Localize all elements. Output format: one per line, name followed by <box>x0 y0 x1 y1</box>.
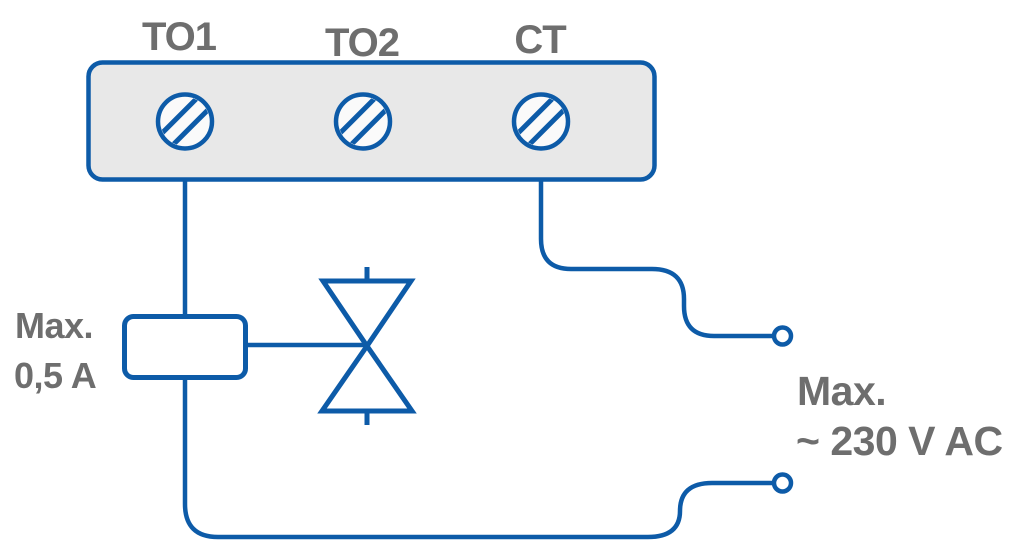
terminal-block <box>86 60 657 182</box>
screw-head <box>333 92 393 151</box>
screw-head <box>155 92 215 151</box>
valve-lower-triangle <box>317 341 417 414</box>
fuse-rating-label-line2: 0,5 A <box>14 355 97 396</box>
screw-slot-line <box>513 94 557 138</box>
valve-icon <box>317 267 417 425</box>
screw-terminal-to2-icon <box>333 92 393 151</box>
terminal-label-to2: TO2 <box>325 21 399 65</box>
screw-head <box>511 92 571 151</box>
screw-slot-line <box>335 94 379 138</box>
wire-ct-to-top-terminal <box>538 178 774 339</box>
screw-terminal-to1-icon <box>155 92 215 151</box>
mains-voltage-label-line2: ~ 230 V AC <box>796 418 1003 464</box>
mains-voltage-label-line1: Max. <box>797 368 886 414</box>
wire-fuse-to-bottom-terminal <box>182 376 774 540</box>
connection-point-lower <box>771 472 794 494</box>
screw-slot-line <box>169 105 213 149</box>
screw-terminal-ct-icon <box>511 92 571 151</box>
valve-upper-triangle <box>318 278 416 351</box>
fuse-icon <box>122 314 248 380</box>
connection-point-upper <box>771 325 794 347</box>
terminal-label-ct: CT <box>514 18 566 62</box>
screw-slot-line <box>157 94 201 138</box>
screw-slot-line <box>525 105 569 149</box>
screw-slot-line <box>347 105 391 149</box>
fuse-rating-label-line1: Max. <box>15 305 93 346</box>
terminal-label-to1: TO1 <box>142 15 217 59</box>
